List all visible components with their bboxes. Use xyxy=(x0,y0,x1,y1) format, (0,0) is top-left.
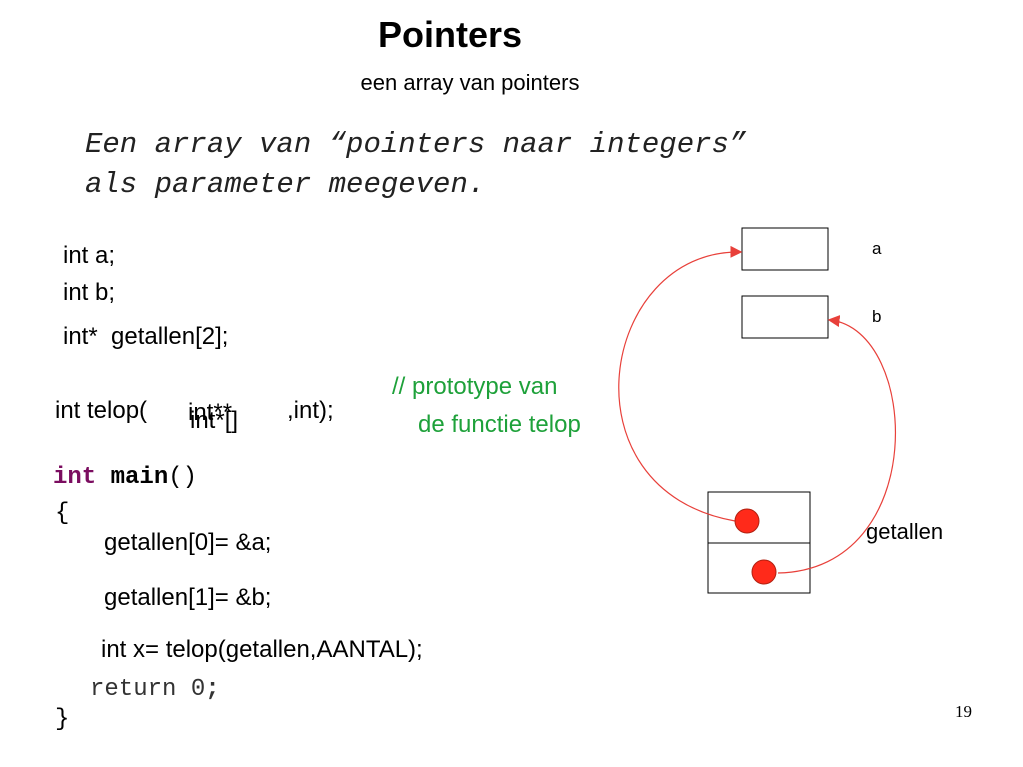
main-parens: () xyxy=(168,464,198,491)
label-b: b xyxy=(872,307,882,326)
decl-int-a: int a; xyxy=(63,242,116,269)
brace-open: { xyxy=(55,500,70,527)
pointer-dot-0 xyxy=(734,508,760,534)
main-return-type: int xyxy=(53,464,97,491)
arrow-getallen0-to-a xyxy=(618,245,743,522)
main-function-name: main xyxy=(110,464,169,491)
memory-box-a xyxy=(741,227,829,271)
call-telop-line: int x= telop(getallen,AANTAL); xyxy=(101,636,423,663)
param-option-int-pointer-array: int*[] xyxy=(190,407,239,434)
assign-getallen-1: getallen[1]= &b; xyxy=(104,584,272,611)
return-keyword: return xyxy=(90,676,191,703)
return-semicolon: ; xyxy=(205,676,220,703)
return-statement: return 0; xyxy=(90,676,220,703)
prototype-end: ,int); xyxy=(287,397,334,424)
comment-line-2: de functie telop xyxy=(418,411,581,438)
label-a: a xyxy=(872,239,882,258)
label-getallen: getallen xyxy=(866,519,944,544)
prototype-start: int telop( xyxy=(55,397,148,424)
assign-getallen-0: getallen[0]= &a; xyxy=(104,529,272,556)
decl-int-b: int b; xyxy=(63,279,116,306)
pointer-dot-1 xyxy=(751,559,777,585)
param-option-int-double-pointer: int** xyxy=(188,399,233,426)
decl-getallen: int* getallen[2]; xyxy=(63,323,229,350)
slide-subtitle: een array van pointers xyxy=(360,70,580,95)
description-line-2: als parameter meegeven. xyxy=(85,168,486,201)
memory-box-b xyxy=(741,295,829,339)
return-value: 0 xyxy=(190,676,206,703)
comment-line-1: // prototype van xyxy=(392,373,558,400)
arrow-getallen1-to-b xyxy=(777,315,897,574)
page-number: 19 xyxy=(955,702,972,721)
main-signature: int main() xyxy=(53,464,197,491)
description-line-1: Een array van “pointers naar integers” xyxy=(85,128,747,161)
brace-close: } xyxy=(55,706,70,733)
slide-title: Pointers xyxy=(377,14,523,55)
